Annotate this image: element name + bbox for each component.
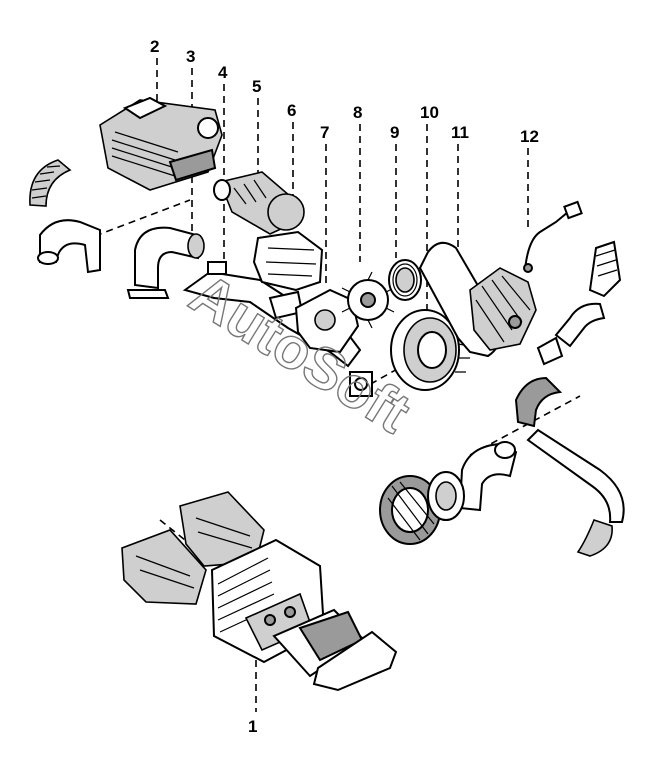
callout-1: 1 (248, 717, 257, 736)
small-pulley (388, 259, 422, 301)
thermostat-elbow (458, 441, 518, 512)
callout-3: 3 (186, 47, 195, 66)
callout-5: 5 (252, 77, 261, 96)
belt-and-alternator (418, 241, 537, 358)
heater-box (99, 96, 223, 191)
callout-10: 10 (420, 103, 439, 122)
callout-2: 2 (150, 37, 159, 56)
impeller (341, 271, 395, 329)
callout-4: 4 (218, 63, 228, 82)
elbow-hose-right (514, 376, 563, 428)
cylinder-head-assembly (121, 491, 398, 692)
callout-12: 12 (520, 127, 539, 146)
leader-lines (94, 58, 581, 712)
callout-9: 9 (390, 123, 399, 142)
callout-6: 6 (287, 101, 296, 120)
callout-7: 7 (320, 123, 329, 142)
coolant-hose (526, 428, 625, 557)
elbow-pipe-left (37, 219, 101, 274)
exhaust-elbow (126, 226, 205, 299)
callout-11: 11 (451, 123, 469, 142)
cooling-fan (379, 471, 465, 545)
filter-housing (252, 193, 324, 292)
flex-hose (29, 159, 72, 207)
callout-8: 8 (353, 103, 362, 122)
water-pump (294, 288, 360, 354)
right-pipe-assembly (536, 240, 622, 366)
temperature-sensor (523, 200, 583, 273)
